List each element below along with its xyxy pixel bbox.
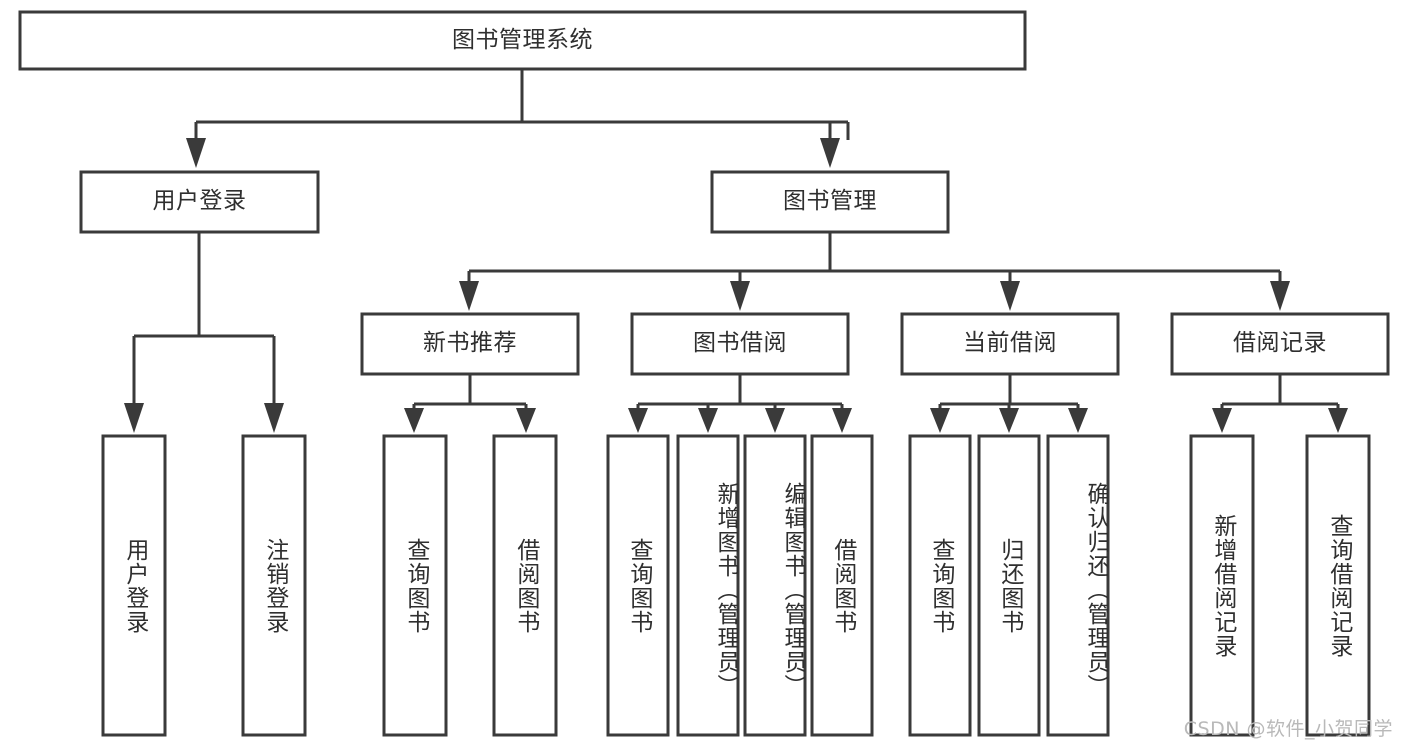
arrow-head-icon xyxy=(628,408,648,433)
connector-borrowrecord-to-leaves xyxy=(1212,374,1348,433)
arrow-head-icon xyxy=(730,281,750,311)
arrow-head-icon xyxy=(1328,408,1348,433)
arrow-head-icon xyxy=(698,408,718,433)
node-box-borrow-record[interactable] xyxy=(1170,312,1390,376)
arrow-head-icon xyxy=(186,138,206,168)
connector-root-to-level1 xyxy=(186,69,850,168)
arrow-head-icon xyxy=(832,408,852,433)
leaf-box-current-query[interactable] xyxy=(908,434,972,737)
leaf-box-current-return[interactable] xyxy=(977,434,1041,737)
leaf-box-borrow-query[interactable] xyxy=(606,434,670,737)
leaf-box-newbook-query[interactable] xyxy=(382,434,448,737)
arrow-head-icon xyxy=(999,408,1019,433)
arrow-head-icon xyxy=(1270,281,1290,311)
connector-userlogin-to-leaves xyxy=(124,232,284,433)
leaf-box-current-confirm[interactable] xyxy=(1046,434,1110,737)
node-box-new-book-recommend[interactable] xyxy=(360,312,580,376)
arrow-head-icon xyxy=(124,403,144,433)
connector-currentborrow-to-leaves xyxy=(930,374,1088,433)
arrow-head-icon xyxy=(1000,281,1020,311)
node-box-book-manage[interactable] xyxy=(710,170,950,234)
arrow-head-icon xyxy=(516,408,536,433)
node-box-current-borrow[interactable] xyxy=(900,312,1120,376)
node-box-book-borrow[interactable] xyxy=(630,312,850,376)
arrow-head-icon xyxy=(820,138,840,168)
leaf-box-record-add[interactable] xyxy=(1189,434,1255,737)
arrow-head-icon xyxy=(404,408,424,433)
leaf-box-borrow-lend[interactable] xyxy=(810,434,874,737)
node-box-user-login[interactable] xyxy=(79,170,320,234)
leaf-box-record-query[interactable] xyxy=(1305,434,1371,737)
leaf-box-user-login-logout[interactable] xyxy=(241,434,307,737)
arrow-head-icon xyxy=(930,408,950,433)
connector-bookborrow-to-leaves xyxy=(628,374,852,433)
connector-bookmanage-to-level2 xyxy=(459,232,1290,311)
arrow-head-icon xyxy=(1212,408,1232,433)
arrow-head-icon xyxy=(1068,408,1088,433)
leaf-box-newbook-borrow[interactable] xyxy=(492,434,558,737)
leaf-box-borrow-edit[interactable] xyxy=(743,434,807,737)
arrow-head-icon xyxy=(459,281,479,311)
connector-newbook-to-leaves xyxy=(404,374,536,433)
leaf-box-user-login-login[interactable] xyxy=(101,434,167,737)
leaf-box-borrow-add[interactable] xyxy=(676,434,740,737)
arrow-head-icon xyxy=(765,408,785,433)
node-box-root[interactable] xyxy=(18,10,1027,71)
arrow-head-icon xyxy=(264,403,284,433)
